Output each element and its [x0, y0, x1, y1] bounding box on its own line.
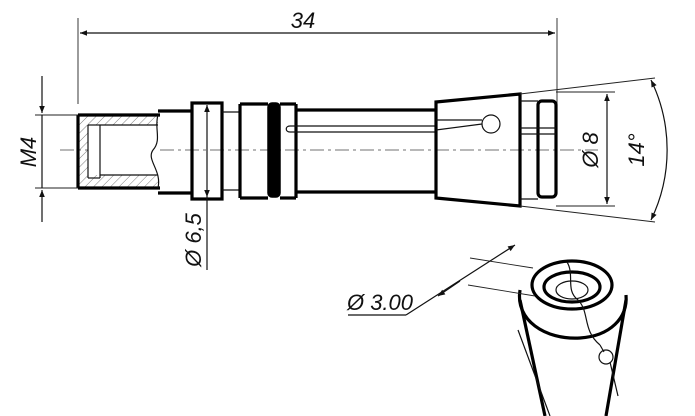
o-ring: [267, 102, 281, 198]
length-label: 34: [291, 8, 315, 33]
thread-label: M4: [16, 137, 41, 168]
shank-body: [158, 101, 436, 201]
thread-dimension: M4: [16, 76, 78, 222]
threaded-end: [76, 113, 160, 190]
overall-length-dimension: 34: [77, 8, 558, 104]
shank-diameter-label: Ø 6,5: [181, 212, 206, 268]
collet-ball: [481, 114, 501, 134]
shank-diameter-dimension: Ø 6,5: [181, 105, 210, 270]
taper-angle-label: 14°: [624, 133, 649, 166]
collet-diameter-dimension: Ø 8: [556, 91, 615, 207]
bore-diameter-label: Ø 3.00: [346, 290, 414, 315]
taper-angle-dimension: 14°: [519, 77, 668, 223]
collet-detail-view: [517, 259, 628, 416]
collet-tip: [536, 99, 558, 199]
collet-diameter-label: Ø 8: [578, 132, 603, 169]
bore-diameter-dimension: Ø 3.00: [346, 244, 536, 316]
